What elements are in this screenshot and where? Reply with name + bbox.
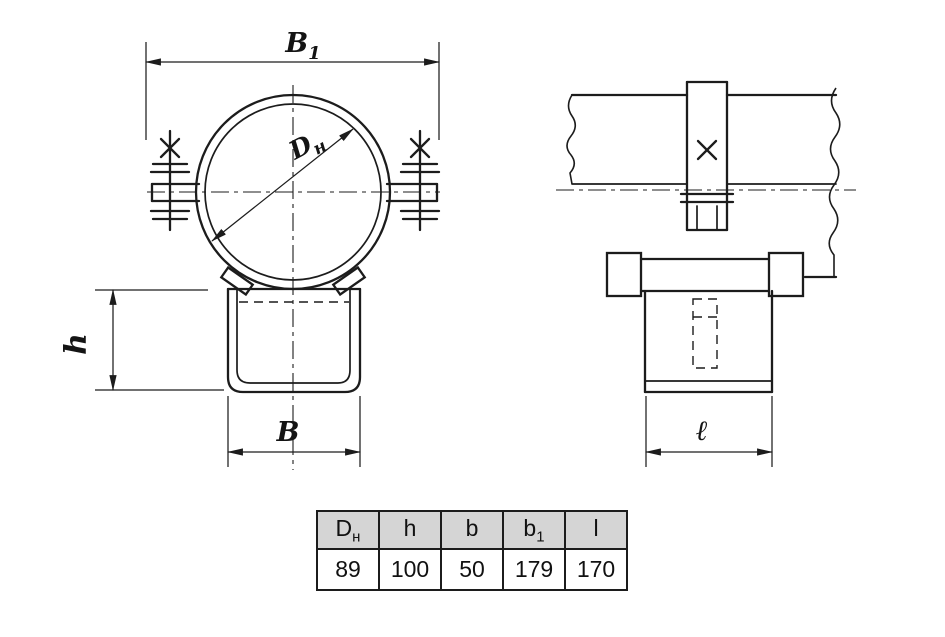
left-bolt — [149, 129, 191, 232]
table-value-l: 170 — [564, 548, 628, 591]
table-header-b1: b1 — [502, 510, 566, 550]
hidden-bolt — [692, 298, 718, 369]
dim-l-label: ℓ — [695, 414, 708, 447]
table-value-b1: 179 — [502, 548, 566, 591]
table-header-l: l — [564, 510, 628, 550]
dim-l: ℓ — [644, 396, 774, 467]
dimensions-table: Dн h b b1 l 89 100 50 179 170 — [316, 510, 628, 591]
table-value-dn: 89 — [316, 548, 380, 591]
pipe-side — [556, 87, 856, 279]
table-header-b: b — [440, 510, 504, 550]
table-value-b: 50 — [440, 548, 504, 591]
right-break-line — [828, 87, 841, 277]
table-value-row: 89 100 50 179 170 — [316, 548, 628, 591]
dim-h-label: h — [59, 333, 94, 355]
table-header-row: Dн h b b1 l — [316, 510, 628, 550]
support-bracket-front — [226, 287, 362, 394]
technical-drawing-canvas: B1 Dн h B — [59, 28, 856, 470]
dim-b1-label: B1 — [284, 28, 320, 64]
dim-dn-label: Dн — [283, 124, 330, 170]
dim-dn: Dн — [211, 124, 354, 242]
right-bolt — [399, 129, 441, 232]
dim-b-label: B — [276, 417, 300, 448]
table-header-h: h — [378, 510, 442, 550]
table-value-h: 100 — [378, 548, 442, 591]
clamp-flanges — [150, 182, 439, 203]
front-view: B1 Dн h B — [59, 28, 441, 470]
dim-b: B — [226, 396, 362, 467]
dim-b1: B1 — [144, 28, 441, 140]
bracket-left-flange — [605, 251, 643, 298]
clamp-strap-side — [679, 80, 735, 232]
side-view: ℓ — [556, 80, 856, 467]
support-bracket-side — [605, 251, 805, 394]
left-break-line — [566, 94, 577, 185]
table-header-dn: Dн — [316, 510, 380, 550]
dim-h: h — [59, 288, 224, 392]
bracket-right-flange — [767, 251, 805, 298]
pipe-outer-circle — [204, 103, 382, 281]
